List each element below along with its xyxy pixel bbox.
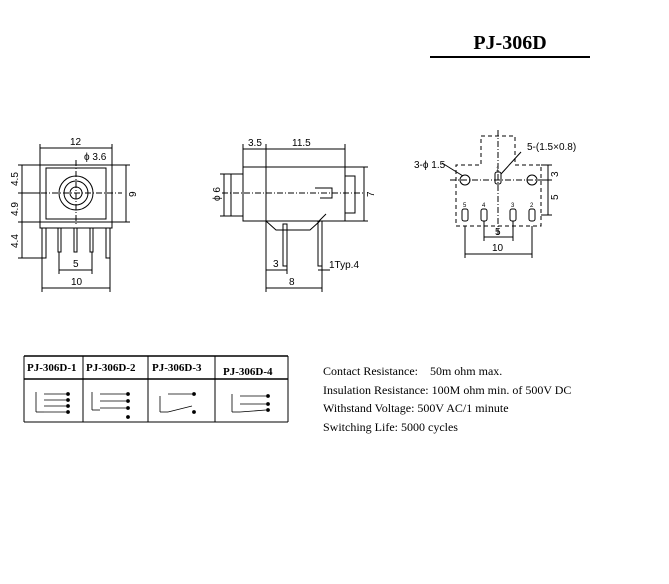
typ-label: 1Typ.4 (329, 260, 359, 271)
pcb-dim-5-right: 5 (550, 194, 561, 200)
pin-slot (528, 208, 536, 222)
specifications: Contact Resistance: 50m ohm max. Insulat… (323, 362, 571, 436)
variant-table (23, 355, 289, 423)
pcb-dim-3: 3 (550, 171, 561, 177)
front-view (18, 144, 130, 292)
dim-label-4-5: 4.5 (10, 172, 21, 186)
front-pin (105, 227, 111, 259)
side-pin-front (282, 223, 288, 267)
front-pin (57, 227, 62, 253)
pcb-layout-labels: 3-ϕ 1.5 5-(1.5×0.8) 3 5 5 10 1 5 4 3 2 (414, 142, 576, 254)
pin-slot (494, 171, 502, 185)
mounting-hole (526, 174, 538, 186)
spec-switching-life: Switching Life: 5000 cycles (323, 419, 458, 434)
variant-label-2: PJ-306D-2 (86, 362, 136, 374)
side-rear-cap (344, 175, 356, 214)
pcb-layout (441, 130, 552, 258)
schematic-pj-306d-1 (35, 392, 70, 414)
dim-label-3-5: 3.5 (248, 138, 262, 149)
holes-leader (441, 162, 464, 177)
side-view-labels: 3.5 11.5 ϕ 6 7 3 8 1Typ.4 (212, 138, 377, 288)
dim-label-12: 12 (70, 137, 82, 148)
dim-label-10: 10 (71, 277, 83, 288)
side-pin-bend (317, 213, 327, 223)
front-pin (89, 227, 94, 253)
variant-label-1: PJ-306D-1 (27, 362, 77, 374)
variant-label-4: PJ-306D-4 (223, 366, 273, 378)
pcb-dim-5-bottom: 5 (495, 227, 501, 238)
dim-label-4-9: 4.9 (10, 202, 21, 216)
side-pin-rear (317, 220, 323, 267)
schematic-pj-306d-2 (91, 392, 130, 419)
pin-slot (509, 208, 517, 222)
schematic-pj-306d-4 (231, 394, 270, 413)
hole-diameter-label: ϕ 3.6 (84, 152, 107, 163)
dim-label-9: 9 (128, 191, 139, 197)
part-number-title: PJ-306D (473, 32, 547, 54)
pin-slot (461, 208, 469, 222)
side-base (265, 220, 321, 231)
dim-label-11-5: 11.5 (292, 138, 311, 149)
title-underline (430, 56, 590, 58)
slots-label: 5-(1.5×0.8) (527, 142, 576, 153)
front-pin (41, 227, 47, 259)
front-pin (73, 227, 78, 253)
dim-label-4-4: 4.4 (10, 234, 21, 248)
pcb-dim-10: 10 (492, 243, 504, 254)
dim-label-phi6: ϕ 6 (212, 187, 223, 201)
spec-contact-resistance: Contact Resistance: 50m ohm max. (323, 364, 503, 378)
side-nose (230, 173, 244, 217)
spec-withstand-voltage: Withstand Voltage: 500V AC/1 minute (323, 401, 509, 415)
holes-label: 3-ϕ 1.5 (414, 160, 446, 171)
mounting-hole (459, 174, 471, 186)
side-view (220, 144, 368, 292)
spec-insulation-resistance: Insulation Resistance: 100M ohm min. of … (323, 382, 572, 397)
variant-label-3: PJ-306D-3 (152, 362, 202, 374)
front-base (39, 221, 113, 229)
pin-number: 2 (530, 203, 534, 209)
pin-number: 4 (482, 203, 486, 209)
dim-label-3: 3 (273, 259, 279, 270)
slots-leader (500, 151, 522, 175)
dim-label-5: 5 (73, 259, 79, 270)
schematic-pj-306d-3 (159, 392, 196, 414)
pin-number: 5 (463, 203, 467, 209)
pcb-footprint-outline (455, 135, 542, 227)
side-body (242, 166, 346, 222)
dim-label-7: 7 (366, 191, 377, 197)
dim-label-8: 8 (289, 277, 295, 288)
pin-number: 3 (511, 203, 515, 209)
pin-slot (480, 208, 488, 222)
front-view-labels: 12 ϕ 3.6 4.5 4.9 4.4 9 5 10 (10, 137, 139, 288)
pin-number: 1 (496, 167, 500, 173)
